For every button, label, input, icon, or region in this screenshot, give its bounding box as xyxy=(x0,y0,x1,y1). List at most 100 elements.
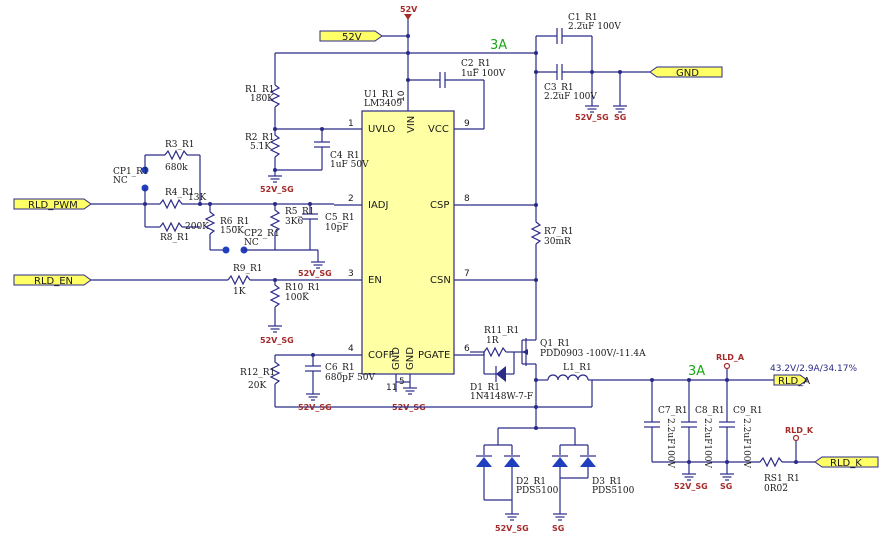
power-stage: R7_R1 30mR Q1_R1 PDD0903 -100V/-11.4A R1… xyxy=(470,203,646,428)
pin-uvlo-name: UVLO xyxy=(368,124,395,135)
d2-gnd-net: 52V_SG xyxy=(495,524,529,533)
r7-ref: R7_R1 xyxy=(544,227,574,237)
d2-ref: D2_R1 xyxy=(516,477,546,487)
net-port-rld-pwm[interactable] xyxy=(13,198,92,210)
cp2-ref: CP2_R1 xyxy=(244,229,280,239)
iadj-gnd-net: 52V_SG xyxy=(298,269,332,278)
cp1-value: NC xyxy=(113,176,128,186)
c2-ref: C2_R1 xyxy=(461,59,491,69)
net-rld-a-label: RLD_A xyxy=(778,376,810,387)
iadj-network: RLD_PWM R3_R1 680k CP1_R1 NC R4_R1 13K R… xyxy=(13,140,355,278)
c5-ref: C5_R1 xyxy=(325,213,355,223)
r12-value: 20K xyxy=(248,381,266,391)
d3-value: PDS5100 xyxy=(592,486,635,496)
test-point-rld-k xyxy=(792,434,800,442)
cp2-value: NC xyxy=(244,238,259,248)
output-spec: 43.2V/2.9A/34.17% xyxy=(770,364,857,374)
r5-value: 3K6 xyxy=(285,217,303,227)
pin-num-1: 1 xyxy=(348,119,354,129)
coff-network: 52V_SG R12_R1 20K C6_R1 680pF 50V xyxy=(240,353,592,412)
net-gnd-label: GND xyxy=(676,68,699,79)
pin-num-11: 11 xyxy=(386,383,397,393)
d1-value: 1N4148W-7-F xyxy=(470,392,533,402)
r6-value: 150K xyxy=(220,226,244,236)
net-52v-label: 52V xyxy=(342,32,362,43)
catch-diodes: 52V_SG D2_R1 PDS5100 SG D3_R1 PDS5100 xyxy=(476,426,635,533)
q1-ref: Q1_R1 xyxy=(540,339,570,349)
r4-ref: R4_R1 xyxy=(165,188,195,198)
supply-arrow-icon xyxy=(404,14,412,20)
r11-value: 1R xyxy=(486,336,499,346)
r1-ref: R1_R1 xyxy=(245,85,275,95)
d1-ref: D1_R1 xyxy=(470,383,500,393)
out-gnd-net: 52V_SG xyxy=(674,482,708,491)
tp-rld-a-label: RLD_A xyxy=(716,353,745,362)
c7-ref: C7_R1 xyxy=(658,406,688,416)
net-port-52v xyxy=(319,30,383,42)
cp2-pad xyxy=(222,246,230,254)
pin-num-7: 7 xyxy=(464,269,470,279)
net-rld-en-label: RLD_EN xyxy=(34,276,73,287)
ic-lm3409: U1_R1 LM3409 UVLO IADJ EN COFF VCC CSP C… xyxy=(334,80,536,412)
ic-part: LM3409 xyxy=(364,99,402,109)
r8-ref: R8_R1 xyxy=(160,233,190,243)
pin-en-name: EN xyxy=(368,275,382,286)
pin-num-4: 4 xyxy=(348,344,354,354)
current-annotation-out: 3A xyxy=(688,364,705,379)
r4-value: 13K xyxy=(188,193,206,203)
r10-value: 100K xyxy=(285,293,309,303)
pin-pgate-name: PGATE xyxy=(418,350,450,361)
r12-ref: R12_R1 xyxy=(240,368,275,378)
d2-value: PDS5100 xyxy=(516,486,559,496)
c3-ref: C3_R1 xyxy=(544,83,574,93)
input-caps: 52V_SG SG C1_R1 2.2uF 100V C3_R1 2.2uF 1… xyxy=(534,13,723,205)
rs1-value: 0R02 xyxy=(764,484,788,494)
c8-ref: C8_R1 xyxy=(695,406,725,416)
r1-value: 180K xyxy=(250,94,274,104)
c13-sg-net: SG xyxy=(614,113,626,122)
c9-value: 2.2uF100V xyxy=(741,418,751,469)
coff-gnd-net: 52V_SG xyxy=(298,403,332,412)
pin-num-8: 8 xyxy=(464,194,470,204)
r2-ref: R2_R1 xyxy=(245,133,275,143)
c7-value: 2.2uF100V xyxy=(665,418,675,469)
output-stage: 3A 43.2V/2.9A/34.17% RLD_A RLD_A 52V_SG … xyxy=(592,353,879,494)
net-port-rld-a[interactable] xyxy=(773,374,808,386)
c6-value: 680pF 50V xyxy=(325,373,375,383)
c1-ref: C1_R1 xyxy=(568,13,598,23)
pin-num-6: 6 xyxy=(464,344,470,354)
en-gnd-net: 52V_SG xyxy=(260,336,294,345)
r9-ref: R9_R1 xyxy=(233,264,263,274)
pin-num-2: 2 xyxy=(348,194,354,204)
net-port-rld-k[interactable] xyxy=(814,456,879,468)
r9-value: 1K xyxy=(233,287,246,297)
net-port-rld-en[interactable] xyxy=(13,274,92,286)
pin-num-10: 10 xyxy=(397,90,407,102)
rs1-ref: RS1_R1 xyxy=(764,474,800,484)
c4-ref: C4_R1 xyxy=(330,151,360,161)
d3-gnd-net: SG xyxy=(552,524,564,533)
net-port-gnd xyxy=(649,66,723,78)
uvlo-gnd-net: 52V_SG xyxy=(260,185,294,194)
c9-ref: C9_R1 xyxy=(733,406,763,416)
pin-gnd1-name: GND xyxy=(391,347,402,370)
pin-vin-name: VIN xyxy=(406,116,417,133)
c5-value: 10pF xyxy=(325,223,348,233)
l1-ref: L1_R1 xyxy=(563,363,592,373)
c2-value: 1uF 100V xyxy=(461,69,506,79)
c1-value: 2.2uF 100V xyxy=(568,22,621,32)
pin-num-9: 9 xyxy=(464,119,470,129)
r2-value: 5.1K xyxy=(250,142,271,152)
en-network: RLD_EN R9_R1 1K 52V_SG R10_R1 100K xyxy=(13,264,334,345)
r3-value: 680k xyxy=(165,163,188,173)
r5-ref: R5_R1 xyxy=(285,207,315,217)
c8-value: 2.2uF100V xyxy=(702,418,712,469)
r7-value: 30mR xyxy=(544,237,571,247)
pin-num-3: 3 xyxy=(348,269,354,279)
r6-ref: R6_R1 xyxy=(220,217,250,227)
q1-value: PDD0903 -100V/-11.4A xyxy=(540,349,646,359)
uvlo-divider: 52V_SG R1_R1 180K R2_R1 5.1K C4_R1 1uF 5… xyxy=(245,53,369,194)
c6-ref: C6_R1 xyxy=(325,363,355,373)
d3-ref: D3_R1 xyxy=(592,477,622,487)
